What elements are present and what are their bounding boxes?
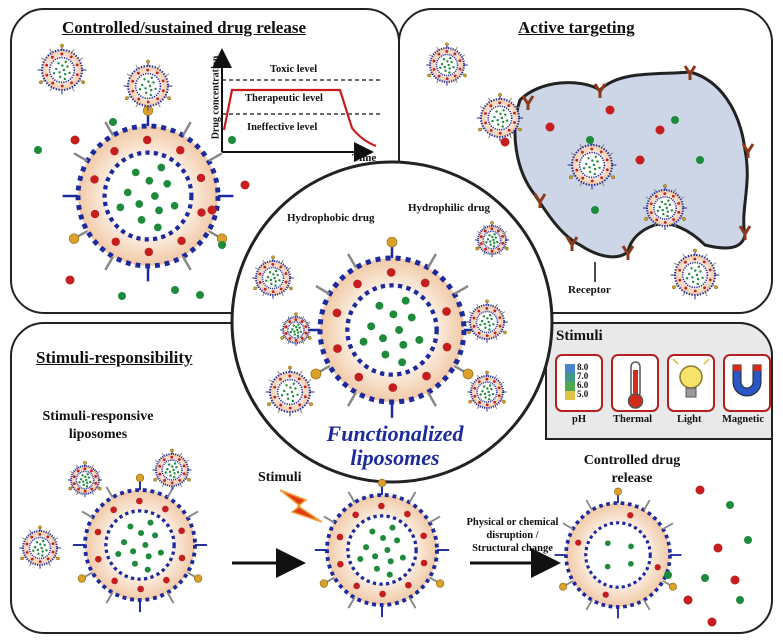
ph-value-0: 8.0 [577,362,589,372]
free-hydrophilic-drug [591,206,599,214]
hydrophilic-drug-label: Hydrophilic drug [408,202,491,214]
free-hydrophilic-drug [109,118,117,126]
small-liposome-c-5 [466,299,508,343]
functionalized-liposomes-title: Functionalized liposomes [300,422,490,470]
target-cell [513,70,749,259]
receptor [593,83,607,98]
free-hydrophilic-drug [726,501,734,509]
stimulus-magnetic-label: Magnetic [722,414,764,425]
free-hydrophilic-drug [744,536,752,544]
free-hydrophobic-drug [707,617,717,627]
stimuli-arrow-label: Stimuli [258,470,302,485]
controlled-drug-release-label: Controlled drug release [572,452,692,488]
small-liposome-c-3 [265,365,315,417]
small-liposome-st-2 [67,461,103,498]
small-liposome-at-4 [643,184,687,230]
disruption-line3: Structural change [472,543,553,554]
graph-therapeutic-label: Therapeutic level [245,93,323,104]
concentration-graph [212,48,380,162]
stimulus-thermal-label: Thermal [613,414,653,425]
free-hydrophilic-drug [671,116,679,124]
free-hydrophilic-drug [118,292,126,300]
disruption-line2: disruption / [486,530,539,541]
center-title-line2: liposomes [350,445,440,470]
stimulus-light-label: Light [677,414,702,425]
ph-value-1: 7.0 [577,371,589,381]
center-title-line1: Functionalized [326,421,464,446]
graph-xlabel: Time [352,152,377,164]
small-liposome-st-3 [152,448,192,490]
release-line1: Controlled drug [583,453,681,468]
free-hydrophobic-drug [655,125,665,135]
free-hydrophobic-drug [70,135,80,145]
receptor [741,143,755,158]
receptor [738,225,752,240]
ph-value-3: 5.0 [577,389,589,399]
large-liposome-center [304,236,480,418]
disruption-line1: Physical or chemical [466,517,559,528]
graph-ineffective-label: Ineffective level [247,122,318,133]
free-hydrophilic-drug [228,136,236,144]
receptor [621,245,635,260]
responsive-line2: liposomes [68,427,128,442]
free-hydrophobic-drug [65,275,75,285]
small-liposome-cr-2 [123,59,173,111]
free-hydrophilic-drug [736,596,744,604]
responsive-liposomes-label: Stimuli-responsive liposomes [38,408,158,444]
small-liposome-at-1 [426,42,468,86]
lightning-icon [279,489,323,523]
small-liposome-cr-1 [37,43,87,95]
receptor [565,236,579,251]
small-liposome-c-4 [474,221,510,258]
free-hydrophobic-drug [730,575,740,585]
free-hydrophobic-drug [500,137,510,147]
large-liposome-stim-3 [554,487,682,619]
disruption-label: Physical or chemical disruption / Struct… [455,516,570,555]
active-targeting-title: Active targeting [518,18,635,37]
ph-value-2: 6.0 [577,380,589,390]
free-hydrophobic-drug [240,180,250,190]
stimuli-icons [555,354,771,412]
free-hydrophobic-drug [713,543,723,553]
graph-ylabel: Drug concentration [210,55,222,140]
free-hydrophobic-drug [605,105,615,115]
release-line2: release [611,471,653,486]
receptor [683,65,697,80]
free-hydrophilic-drug [586,136,594,144]
stimulus-ph-label: pH [572,414,587,425]
small-liposome-st-1 [19,525,61,569]
free-hydrophilic-drug [696,156,704,164]
free-hydrophilic-drug [664,571,672,579]
free-hydrophobic-drug [635,155,645,165]
small-liposome-at-5 [670,248,720,300]
stimuli-responsibility-title: Stimuli-responsibility [36,348,193,367]
free-hydrophobic-drug [683,595,693,605]
free-hydrophilic-drug [218,241,226,249]
large-liposome-stim-1 [72,473,208,613]
large-liposome-stim-2 [314,478,450,618]
receptor [533,193,547,208]
small-liposome-c-1 [252,255,294,299]
large-liposome-controlled [62,105,234,282]
stimuli-box-title: Stimuli [556,328,603,344]
free-hydrophilic-drug [171,286,179,294]
responsive-line1: Stimuli-responsive [42,409,154,424]
free-hydrophilic-drug [701,574,709,582]
small-liposome-at-3 [567,138,617,190]
small-liposome-at-2 [476,93,524,142]
free-hydrophobic-drug [207,205,217,215]
receptor-label: Receptor [568,284,611,296]
small-liposome-c-2 [280,312,312,346]
small-liposome-c-6 [467,370,507,412]
hydrophobic-drug-label: Hydrophobic drug [287,212,375,224]
free-hydrophobic-drug [545,122,555,132]
free-hydrophilic-drug [196,291,204,299]
receptor [521,95,535,110]
free-hydrophobic-drug [695,485,705,495]
free-hydrophilic-drug [34,146,42,154]
graph-toxic-label: Toxic level [270,64,318,75]
controlled-release-title: Controlled/sustained drug release [62,18,306,37]
